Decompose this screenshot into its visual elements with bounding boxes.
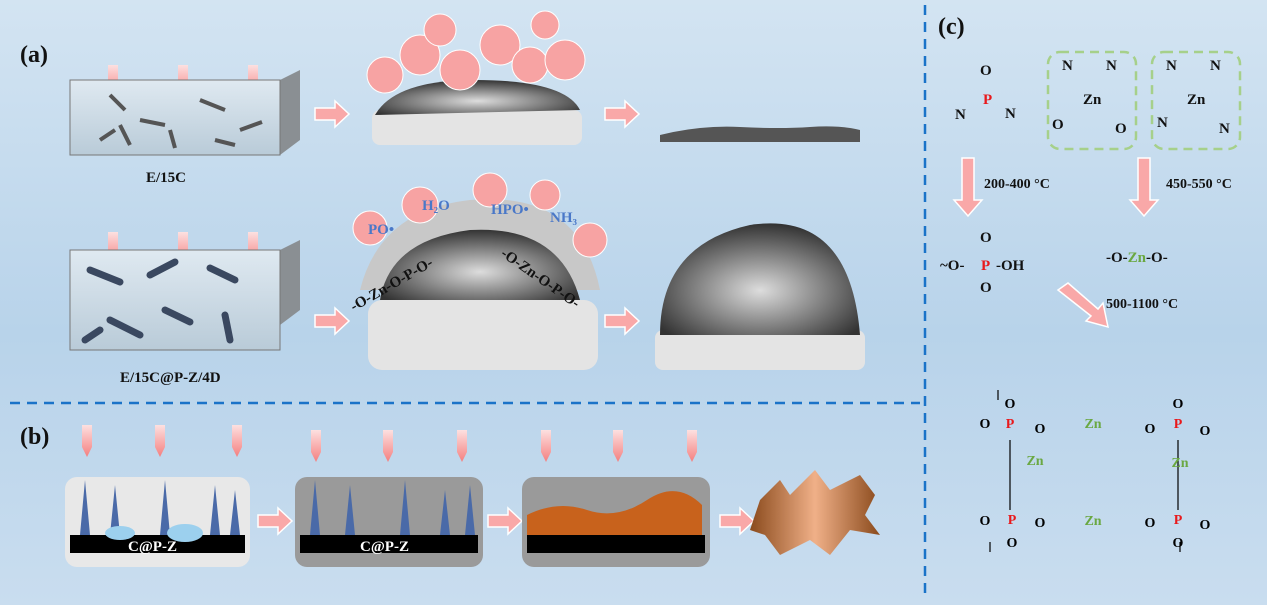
phosphate-o-left: ~O- xyxy=(940,258,965,274)
panel-label-a: (a) xyxy=(20,42,48,68)
tile-label-1: C@P-Z xyxy=(128,539,177,555)
zn1-n1: N xyxy=(1062,58,1073,74)
zn2-zn: Zn xyxy=(1187,92,1206,108)
net-p: P xyxy=(1173,417,1183,432)
phosphazene-n1: N xyxy=(955,107,966,123)
tile-1 xyxy=(65,477,250,567)
tile-3 xyxy=(522,477,710,567)
net-o: O xyxy=(1004,397,1016,412)
temp-label-2: 450-550 °C xyxy=(1166,177,1232,192)
net-o: O xyxy=(979,417,991,432)
sample-label-e15c: E/15C xyxy=(146,170,187,186)
phosphazene-o: O xyxy=(980,63,992,79)
species-hpo: HPO• xyxy=(491,202,529,218)
dense-char-layer xyxy=(660,223,860,335)
residual-layer-pz xyxy=(368,300,598,370)
net-zn: Zn xyxy=(1084,417,1102,432)
net-p: P xyxy=(1007,513,1017,528)
sample-box-e15c-pz xyxy=(69,240,300,351)
phosphate-oh: -OH xyxy=(996,258,1025,274)
process-arrows xyxy=(257,99,756,536)
phosphazene-n2: N xyxy=(1005,106,1016,122)
zn1-o2: O xyxy=(1115,121,1127,137)
net-o: O xyxy=(979,514,991,529)
phosphate-o-bottom: O xyxy=(980,280,992,296)
temp-label-1: 200-400 °C xyxy=(984,177,1050,192)
net-o: O xyxy=(1006,536,1018,551)
zn2-n3: N xyxy=(1157,115,1168,131)
zn2-n4: N xyxy=(1219,121,1230,137)
net-o: O xyxy=(1172,397,1184,412)
transform-arrows xyxy=(952,157,1160,329)
phosphate-p: P xyxy=(981,258,991,274)
temp-label-3: 500-1100 °C xyxy=(1106,297,1179,312)
network-bonds xyxy=(989,390,1181,552)
phosphazene-p: P xyxy=(983,92,993,108)
zn1-n2: N xyxy=(1106,58,1117,74)
net-zn: Zn xyxy=(1171,456,1189,471)
phosphate-o-top: O xyxy=(980,230,992,246)
net-zn: Zn xyxy=(1084,514,1102,529)
panel-label-b: (b) xyxy=(20,424,50,450)
zn1-o1: O xyxy=(1052,117,1064,133)
net-o: O xyxy=(1199,424,1211,439)
sample-box-e15c xyxy=(69,70,300,156)
net-o: O xyxy=(1034,422,1046,437)
flames xyxy=(366,10,586,94)
net-o: O xyxy=(1144,422,1156,437)
sample-label-e15c-pz: E/15C@P-Z/4D xyxy=(120,370,221,386)
expanded-char xyxy=(750,470,880,555)
species-po: PO• xyxy=(368,222,395,238)
thin-char-residue xyxy=(660,126,860,142)
zn2-n1: N xyxy=(1166,58,1177,74)
tile-label-2: C@P-Z xyxy=(360,539,409,555)
panel-label-c: (c) xyxy=(938,14,965,40)
zn-oxide: -O-Zn-O- xyxy=(1106,250,1168,266)
net-o: O xyxy=(1199,518,1211,533)
net-o: O xyxy=(1034,516,1046,531)
species-nh3: NH₃ xyxy=(550,210,577,226)
char-layer xyxy=(375,80,580,115)
flames-pz xyxy=(352,172,608,258)
residual-layer xyxy=(372,110,582,145)
char-layer-pz xyxy=(380,229,580,300)
net-p: P xyxy=(1005,417,1015,432)
zn1-zn: Zn xyxy=(1083,92,1102,108)
net-o: O xyxy=(1172,536,1184,551)
net-zn: Zn xyxy=(1026,454,1044,469)
species-h2o: H₂O xyxy=(422,198,450,214)
zn2-n2: N xyxy=(1210,58,1221,74)
net-p: P xyxy=(1173,513,1183,528)
tile-2 xyxy=(295,477,483,567)
net-o: O xyxy=(1144,516,1156,531)
